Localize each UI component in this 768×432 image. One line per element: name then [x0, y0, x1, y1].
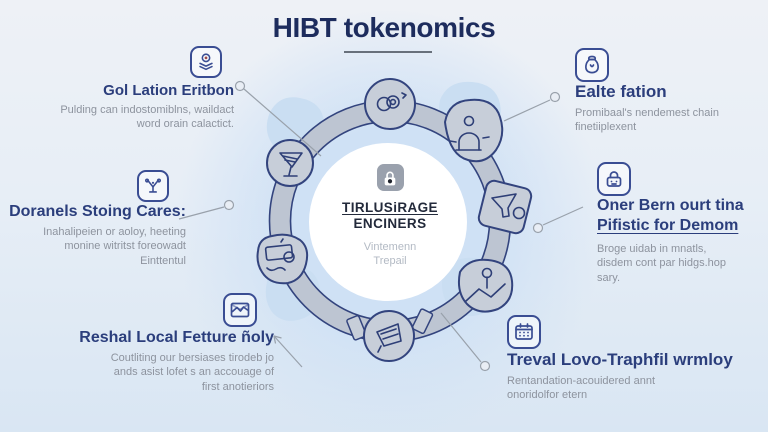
trophy-icon — [137, 170, 169, 202]
section-body: Coutliting our bersiases tirodeb jo ands… — [110, 352, 274, 393]
lock-person-icon — [449, 115, 490, 151]
section-top-left: Gol Lation Eritbon Pulding can indostomi… — [18, 82, 234, 132]
ring-node-top-left — [266, 139, 314, 187]
section-heading: Gol Lation Eritbon — [103, 82, 234, 99]
section-bottom-right: Treval Lovo-Traphfil wrmloy Rentandation… — [507, 350, 759, 403]
ring-node-bottom — [363, 310, 415, 362]
section-body: Broge uidab in mnatls, disdem cont par h… — [597, 243, 727, 284]
connector-mid-right — [532, 206, 584, 234]
connector-bottom-left-arrow — [273, 335, 303, 368]
calendar-icon — [507, 315, 541, 349]
connector-mid-left — [178, 199, 235, 220]
section-heading: Doranels Stoing Cares: — [9, 203, 186, 220]
connectors — [178, 80, 584, 372]
section-body: Promibaal's nendemest chain finetiiplexe… — [575, 107, 719, 134]
page-title: HIBT tokenomics — [272, 12, 496, 43]
section-mid-left: Doranels Stoing Cares: Inahalipeien or a… — [0, 203, 186, 268]
funnel-icon — [491, 193, 526, 220]
section-body: Pulding can indostomiblns, waildact word… — [60, 104, 234, 131]
ring-node-bottom-right — [457, 258, 514, 313]
person-chart-icon — [465, 267, 506, 302]
banknote-icon — [264, 238, 295, 272]
section-heading: Reshal Local Fetture ñoly — [79, 329, 274, 346]
section-mid-right: Oner Bern ourt tina Pifistic for Demom B… — [597, 196, 767, 285]
title-underline — [344, 51, 432, 53]
center-title-line2: ENCINERS — [353, 215, 427, 231]
connector-top-left — [234, 80, 322, 157]
award-stack-icon — [190, 46, 222, 78]
center-subtitle-line2: Trepail — [373, 255, 407, 268]
connector-top-right — [503, 91, 561, 122]
section-heading-line1: Oner Bern ourt tina — [597, 197, 744, 214]
whisk-icon — [279, 152, 303, 177]
money-bag-icon — [575, 48, 609, 82]
center-title: TIRLUSiRAGE ENCINERS — [312, 200, 468, 232]
center-circle — [309, 143, 467, 301]
center-content: TIRLUSiRAGE ENCINERS Vintemenn Trepail — [312, 164, 468, 268]
section-heading-line2: Pifistic for Demom — [597, 217, 739, 234]
section-heading: Ealte fation — [575, 82, 667, 101]
coins-icon — [376, 92, 407, 112]
center-title-line1: TIRLUSiRAGE — [342, 200, 438, 215]
center-subtitle: Vintemenn Trepail — [312, 240, 468, 269]
ring-node-right — [477, 179, 533, 235]
section-heading: Treval Lovo-Traphfil wrmloy — [507, 350, 733, 369]
mail-chart-icon — [223, 293, 257, 327]
section-bottom-left: Reshal Local Fetture ñoly Coutliting our… — [28, 329, 274, 394]
megaphone-icon — [376, 323, 402, 353]
band-clamps — [346, 308, 434, 341]
lock-face-icon — [597, 162, 631, 196]
lock-icon — [376, 164, 404, 191]
section-body: Inahalipeien or aoloy, heeting monine wi… — [43, 226, 186, 267]
center-subtitle-line1: Vintemenn — [363, 240, 417, 253]
ring-node-top-right — [443, 98, 504, 163]
section-top-right: Ealte fation Promibaal's nendemest chain… — [575, 82, 757, 135]
section-body: Rentandation-acouidered annt onoridolfor… — [507, 375, 656, 402]
connector-bottom-right — [440, 312, 491, 372]
